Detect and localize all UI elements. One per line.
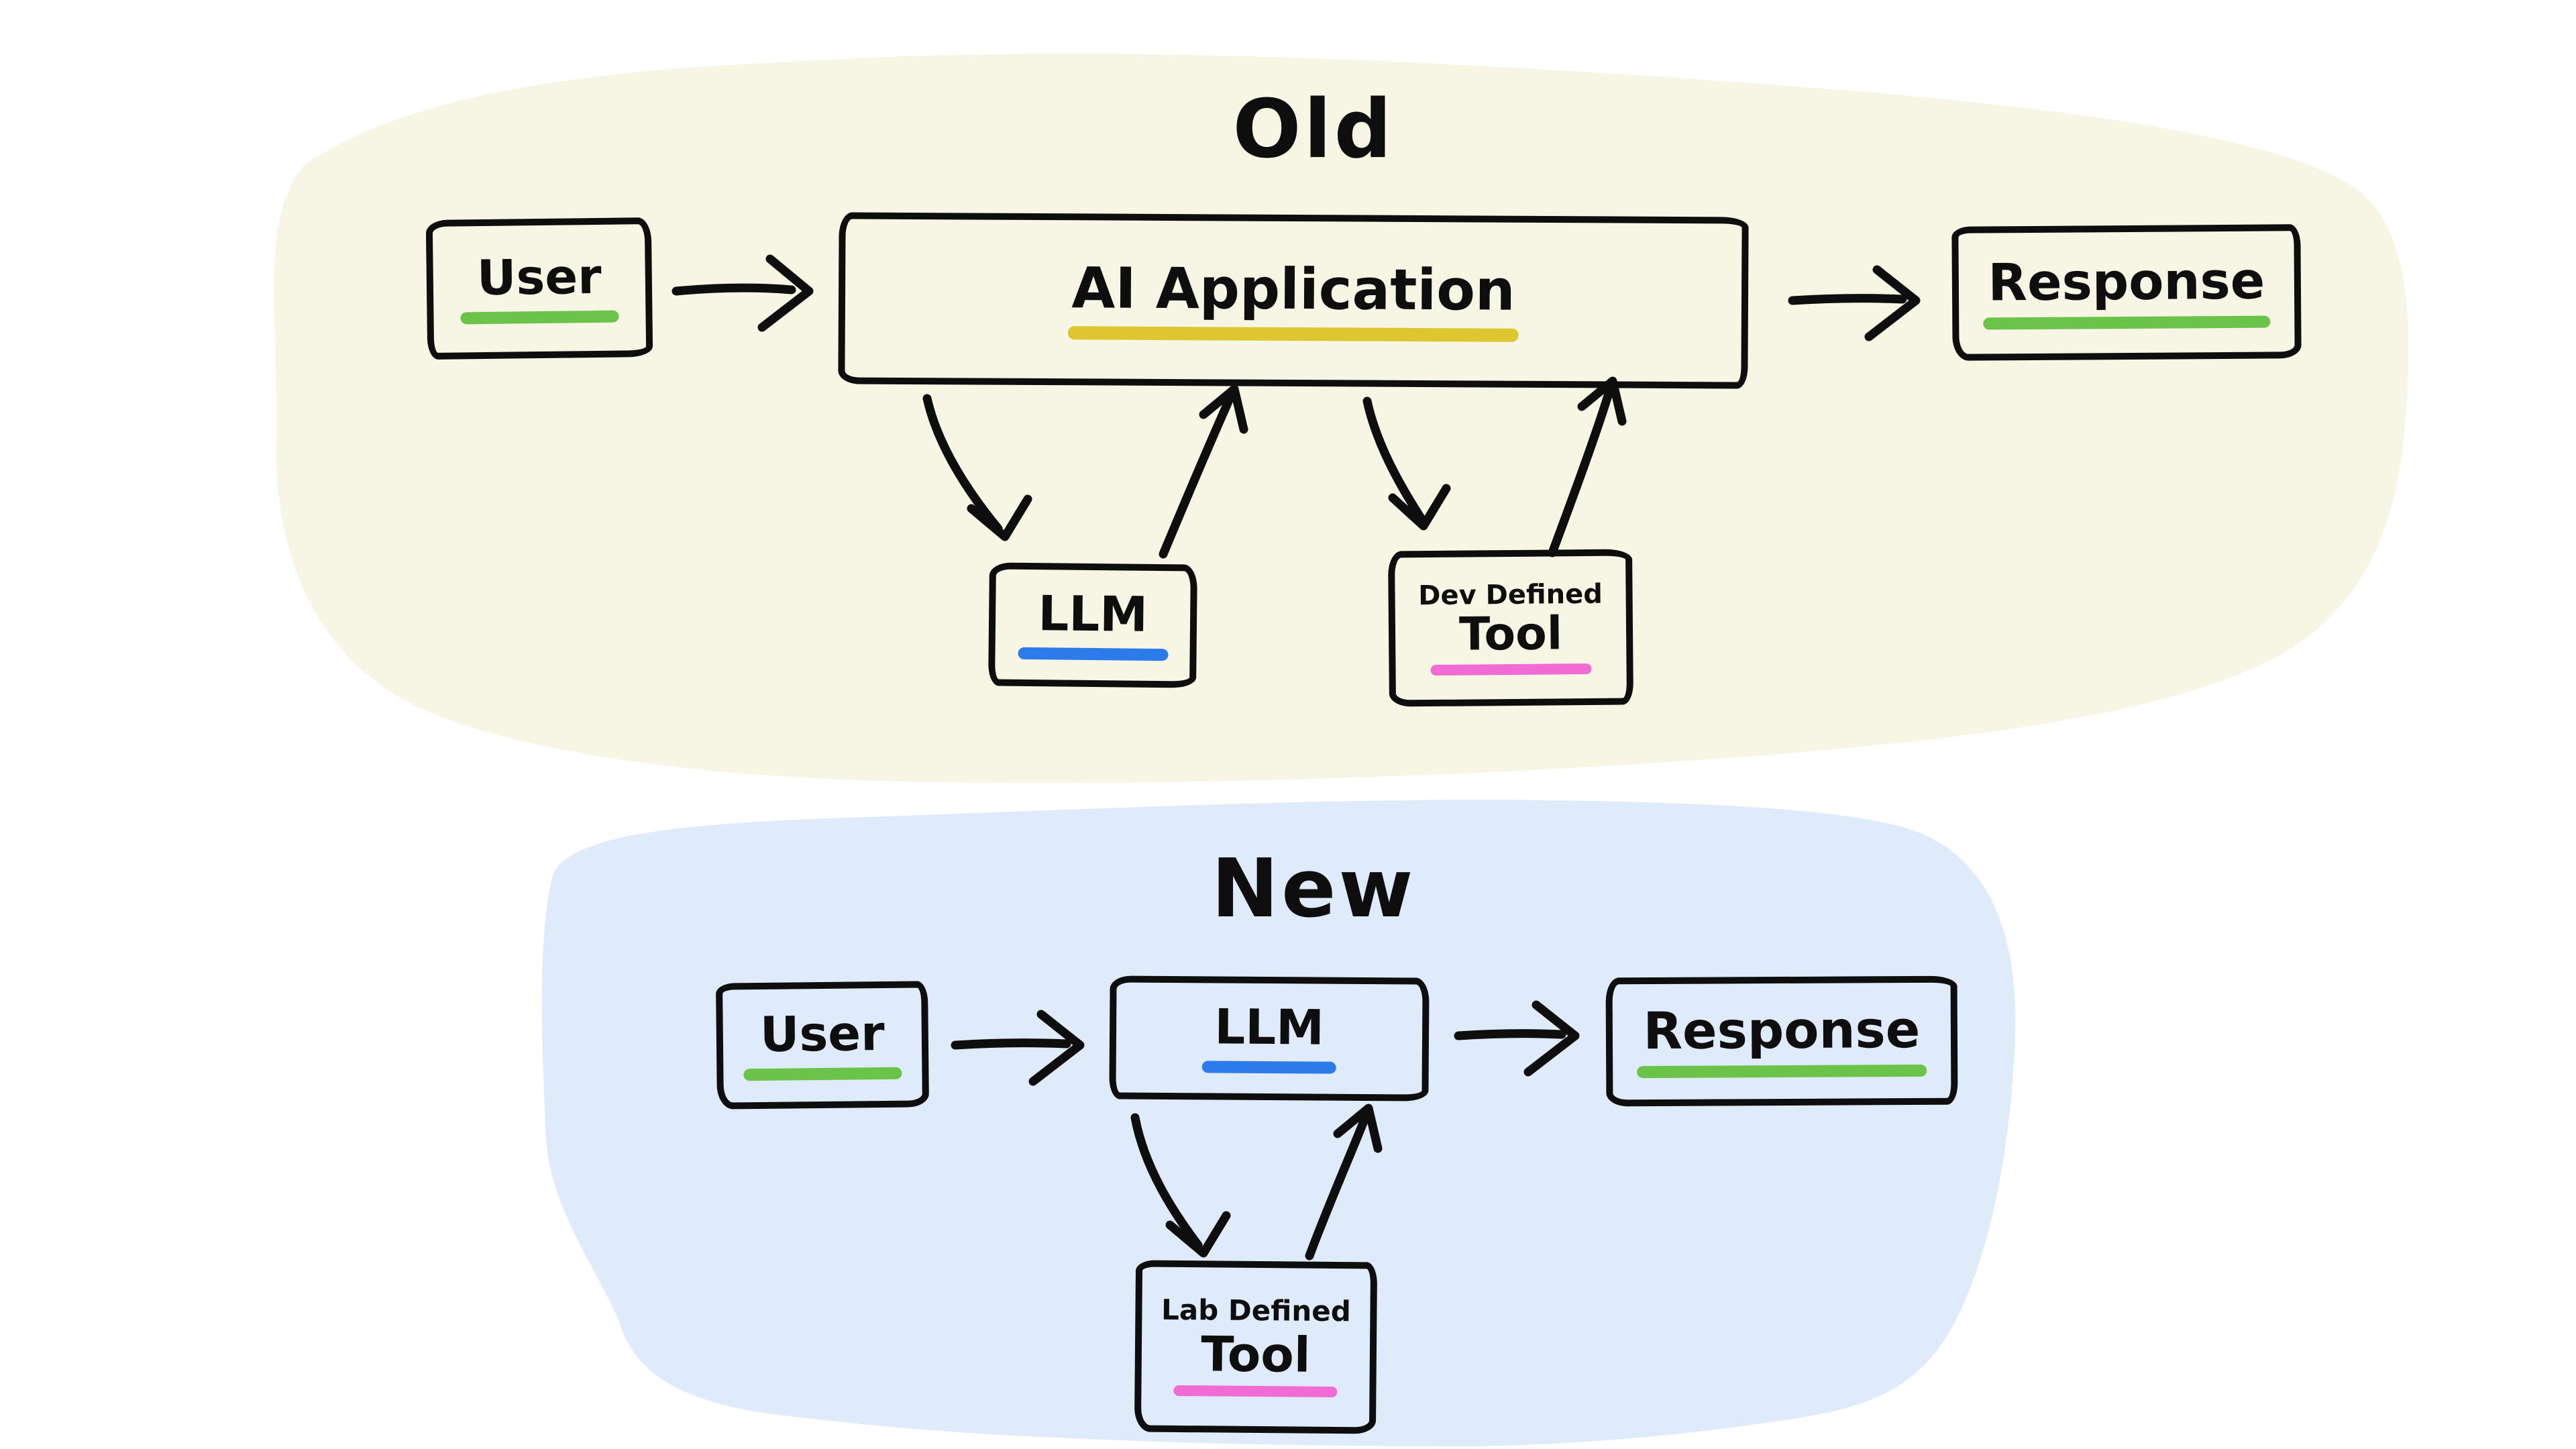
new-llm-underline — [1201, 1061, 1336, 1075]
arrow-llm-to-ai-application — [1159, 384, 1248, 559]
new-user-box: User — [716, 981, 929, 1110]
arrow-llm-to-response — [1454, 1000, 1580, 1077]
new-llm-box: LLM — [1109, 975, 1430, 1102]
old-llm-underline — [1017, 647, 1168, 661]
arrow-user-to-ai-application — [672, 254, 814, 332]
new-lab-tool-underline — [1173, 1385, 1338, 1398]
new-response-label: Response — [1643, 1000, 1921, 1061]
arrow-user-to-llm — [951, 1010, 1085, 1086]
old-ai-application-underline — [1067, 326, 1519, 342]
old-dev-tool-label: Tool — [1458, 607, 1563, 662]
arrow-dev-tool-to-ai-application — [1548, 376, 1627, 557]
new-response-box: Response — [1605, 975, 1958, 1107]
arrow-ai-application-to-response — [1788, 265, 1921, 341]
old-section-title: Old — [1232, 83, 1395, 177]
old-user-label: User — [476, 250, 602, 307]
old-llm-box: LLM — [988, 562, 1197, 688]
old-ai-application-box: AI Application — [838, 212, 1749, 389]
new-section-blob — [541, 800, 2016, 1446]
old-ai-application-label: AI Application — [1071, 255, 1515, 323]
new-section-title: New — [1211, 843, 1416, 936]
old-section-blob — [274, 53, 2409, 784]
new-lab-tool-label: Tool — [1200, 1327, 1311, 1383]
arrow-lab-tool-to-llm — [1305, 1104, 1383, 1260]
arrow-llm-to-lab-tool — [1130, 1113, 1231, 1258]
old-user-underline — [460, 311, 619, 325]
arrow-ai-application-to-dev-tool — [1362, 396, 1451, 531]
arrow-ai-application-to-llm — [922, 394, 1032, 541]
new-llm-label: LLM — [1214, 1000, 1325, 1056]
new-lab-tool-sublabel: Lab Defined — [1161, 1293, 1352, 1328]
old-dev-tool-sublabel: Dev Defined — [1418, 578, 1603, 612]
new-lab-tool-box: Lab Defined Tool — [1134, 1260, 1378, 1434]
old-response-label: Response — [1988, 250, 2265, 312]
new-response-underline — [1637, 1065, 1927, 1079]
old-llm-label: LLM — [1038, 586, 1148, 643]
old-dev-tool-box: Dev Defined Tool — [1387, 549, 1634, 707]
old-response-underline — [1983, 316, 2271, 331]
new-user-label: User — [759, 1006, 885, 1063]
old-dev-tool-underline — [1430, 663, 1592, 676]
old-user-box: User — [425, 217, 653, 360]
new-user-underline — [743, 1067, 902, 1082]
old-response-box: Response — [1951, 224, 2302, 361]
